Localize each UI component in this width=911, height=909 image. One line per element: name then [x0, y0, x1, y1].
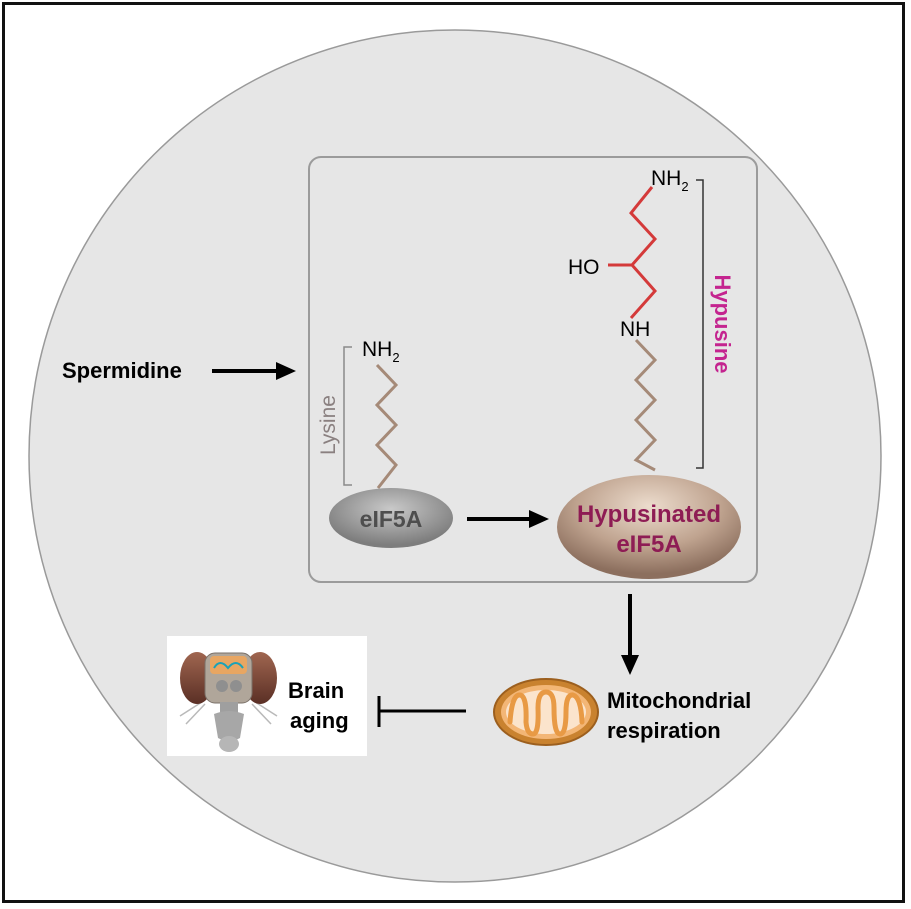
amine-label: NH: [620, 318, 650, 341]
spermidine-label: Spermidine: [62, 358, 182, 383]
spermidine-arrow: [212, 362, 296, 380]
hypusine-bracket: [696, 179, 704, 469]
hypusinated-label-line2: eIF5A: [616, 531, 681, 558]
mitochondrion-icon: [493, 678, 599, 746]
fly-head-icon: [179, 652, 278, 752]
lysine-bracket: [343, 346, 352, 486]
hydroxyl-label: HO: [568, 256, 600, 279]
eif5a-ellipse: [329, 488, 453, 548]
mito-label-line2: respiration: [607, 718, 721, 743]
hypusine-nh2-label: NH2: [651, 167, 689, 194]
brain-label-line1: Brain: [288, 678, 344, 703]
hypusine-label: Hypusine: [710, 274, 735, 373]
hypusination-arrow: [467, 510, 549, 528]
hypusinated-eif5a-ellipse: [557, 475, 741, 579]
inhibition-line: [377, 696, 466, 727]
eif5a-label: eIF5A: [360, 506, 423, 532]
hypusine-lysine-chain: [633, 338, 658, 472]
brain-label-line2: aging: [290, 708, 349, 733]
hypusine-added-chain: [629, 186, 658, 319]
respiration-arrow: [621, 594, 639, 675]
lysine-chain: [374, 363, 399, 489]
lysine-label: Lysine: [317, 395, 340, 455]
lysine-nh2-label: NH2: [362, 338, 400, 365]
hypusinated-label-line1: Hypusinated: [577, 501, 721, 528]
mito-label-line1: Mitochondrial: [607, 688, 751, 713]
